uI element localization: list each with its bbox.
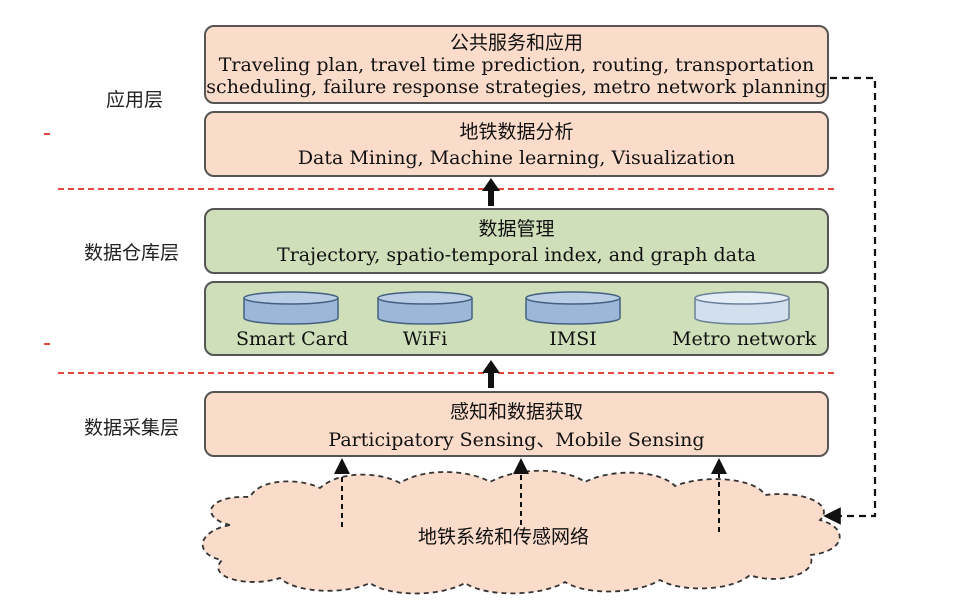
management-title: 数据管理 [478, 218, 555, 240]
database-smart-card: Smart Card [236, 290, 349, 350]
analysis-box: 地铁数据分析 Data Mining, Machine learning, Vi… [204, 111, 829, 177]
source-label: Smart Card [236, 328, 349, 350]
database-cylinder-icon [525, 291, 621, 325]
layer-label-collection: 数据采集层 [84, 417, 180, 439]
layer-label-warehouse: 数据仓库层 [84, 242, 180, 264]
analysis-title: 地铁数据分析 [459, 121, 574, 143]
feedback-loop-arrow [823, 76, 877, 525]
analysis-line1: Data Mining, Machine learning, Visualiza… [297, 147, 736, 169]
database-cylinder-icon [694, 291, 790, 325]
data-management-box: 数据管理 Trajectory, spatio-temporal index, … [204, 208, 829, 274]
red-tick-mark [44, 133, 50, 135]
source-label: Metro network [672, 328, 817, 350]
acquisition-box: 感知和数据获取 Participatory Sensing、Mobile Sen… [204, 391, 829, 457]
up-arrow-icon [482, 360, 500, 388]
database-imsi: IMSI [518, 290, 628, 350]
cloud-label: 地铁系统和传感网络 [418, 526, 590, 548]
public-service-line1: Traveling plan, travel time prediction, … [218, 54, 815, 76]
public-service-title: 公共服务和应用 [449, 32, 583, 54]
database-metro-network: Metro network [672, 290, 817, 350]
acquisition-line1: Participatory Sensing、Mobile Sensing [328, 429, 705, 451]
management-line1: Trajectory, spatio-temporal index, and g… [277, 244, 756, 266]
cloud-shape [201, 469, 841, 595]
database-cylinder-icon [243, 291, 339, 325]
layer-divider [58, 372, 834, 374]
source-label: WiFi [402, 328, 448, 350]
acquisition-title: 感知和数据获取 [449, 401, 583, 423]
database-cylinder-icon [377, 291, 473, 325]
up-arrow-icon [482, 178, 500, 206]
layer-divider [58, 188, 834, 190]
red-tick-mark [44, 343, 50, 345]
layer-label-application: 应用层 [106, 89, 164, 111]
public-service-line2: scheduling, failure response strategies,… [206, 76, 827, 98]
source-label: IMSI [549, 328, 597, 350]
database-wifi: WiFi [370, 290, 480, 350]
public-service-box: 公共服务和应用 Traveling plan, travel time pred… [204, 25, 829, 104]
